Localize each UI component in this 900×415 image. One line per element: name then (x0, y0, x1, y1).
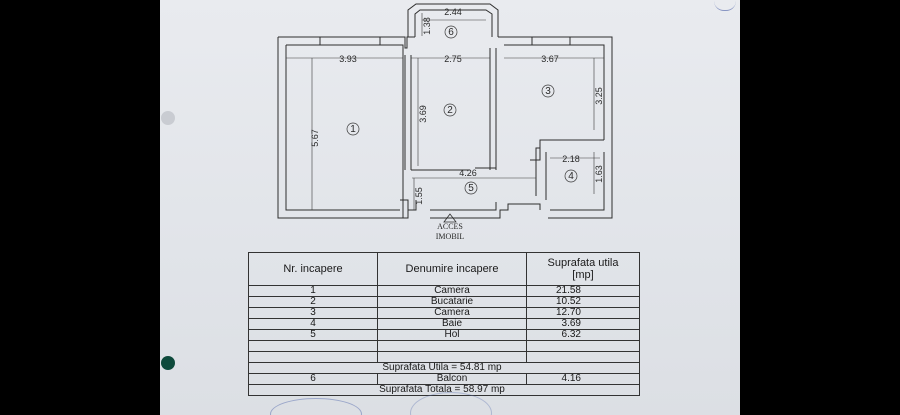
stamp-seal (270, 398, 362, 415)
header-suprafata-text: Suprafata utila [mp] (547, 257, 619, 281)
room-nr: 1 (248, 285, 378, 297)
dim-3-69: 3.69 (418, 105, 428, 123)
room-name: Camera (377, 307, 527, 319)
room-label-3: 3 (545, 86, 551, 97)
room-label-5: 5 (468, 183, 474, 194)
room-name: Camera (377, 285, 527, 297)
punch-hole (161, 356, 175, 370)
table-row-empty (248, 351, 640, 363)
room-area: 6.32 (526, 329, 640, 341)
room-name: Bucatarie (377, 296, 527, 308)
table-header-row: Nr. incapere Denumire incapere Suprafata… (248, 252, 640, 286)
dim-2-75: 2.75 (444, 54, 462, 64)
dim-2-18: 2.18 (562, 154, 580, 164)
room-area: 21.58 (526, 285, 640, 297)
dim-3-67: 3.67 (541, 54, 559, 64)
room-label-1: 1 (350, 124, 356, 135)
ink-mark (714, 0, 736, 11)
rooms-table: Nr. incapere Denumire incapere Suprafata… (248, 252, 640, 396)
floor-plan: 3.93 2.75 3.67 2.44 1.38 5.67 3.69 3.25 … (277, 3, 613, 223)
room-area: 10.52 (526, 296, 640, 308)
room-nr: 4 (248, 318, 378, 330)
total-util: Suprafata Utila = 54.81 mp (248, 362, 640, 374)
table-row-empty (248, 340, 640, 352)
header-denumire: Denumire incapere (377, 252, 527, 286)
room-area: 3.69 (526, 318, 640, 330)
access-line-2: IMOBIL (435, 232, 465, 241)
balcon-nr: 6 (248, 373, 378, 385)
room-label-2: 2 (447, 105, 453, 116)
balcon-row: 6 Balcon 4.16 (248, 373, 640, 385)
total-util-row: Suprafata Utila = 54.81 mp (248, 362, 640, 374)
punch-hole (161, 111, 175, 125)
dim-4-26: 4.26 (459, 168, 477, 178)
dim-3-25: 3.25 (594, 87, 604, 105)
dim-2-44: 2.44 (444, 7, 462, 17)
room-area: 12.70 (526, 307, 640, 319)
room-label-6: 6 (448, 27, 454, 38)
room-nr: 2 (248, 296, 378, 308)
header-nr: Nr. incapere (248, 252, 378, 286)
dim-5-67: 5.67 (310, 129, 320, 147)
dim-3-93: 3.93 (339, 54, 357, 64)
balcon-name: Balcon (377, 373, 527, 385)
balcon-area: 4.16 (526, 373, 640, 385)
dim-1-38: 1.38 (422, 17, 432, 35)
room-label-4: 4 (568, 171, 574, 182)
room-nr: 3 (248, 307, 378, 319)
header-suprafata: Suprafata utila [mp] (526, 252, 640, 286)
access-line-1: ACCES (437, 222, 463, 231)
document-page: 3.93 2.75 3.67 2.44 1.38 5.67 3.69 3.25 … (160, 0, 740, 415)
room-name: Hol (377, 329, 527, 341)
access-label: ACCES IMOBIL (428, 222, 472, 242)
dim-1-55: 1.55 (414, 187, 424, 205)
room-nr: 5 (248, 329, 378, 341)
room-name: Baie (377, 318, 527, 330)
access-arrow-icon (443, 213, 457, 223)
dim-1-63: 1.63 (594, 165, 604, 183)
